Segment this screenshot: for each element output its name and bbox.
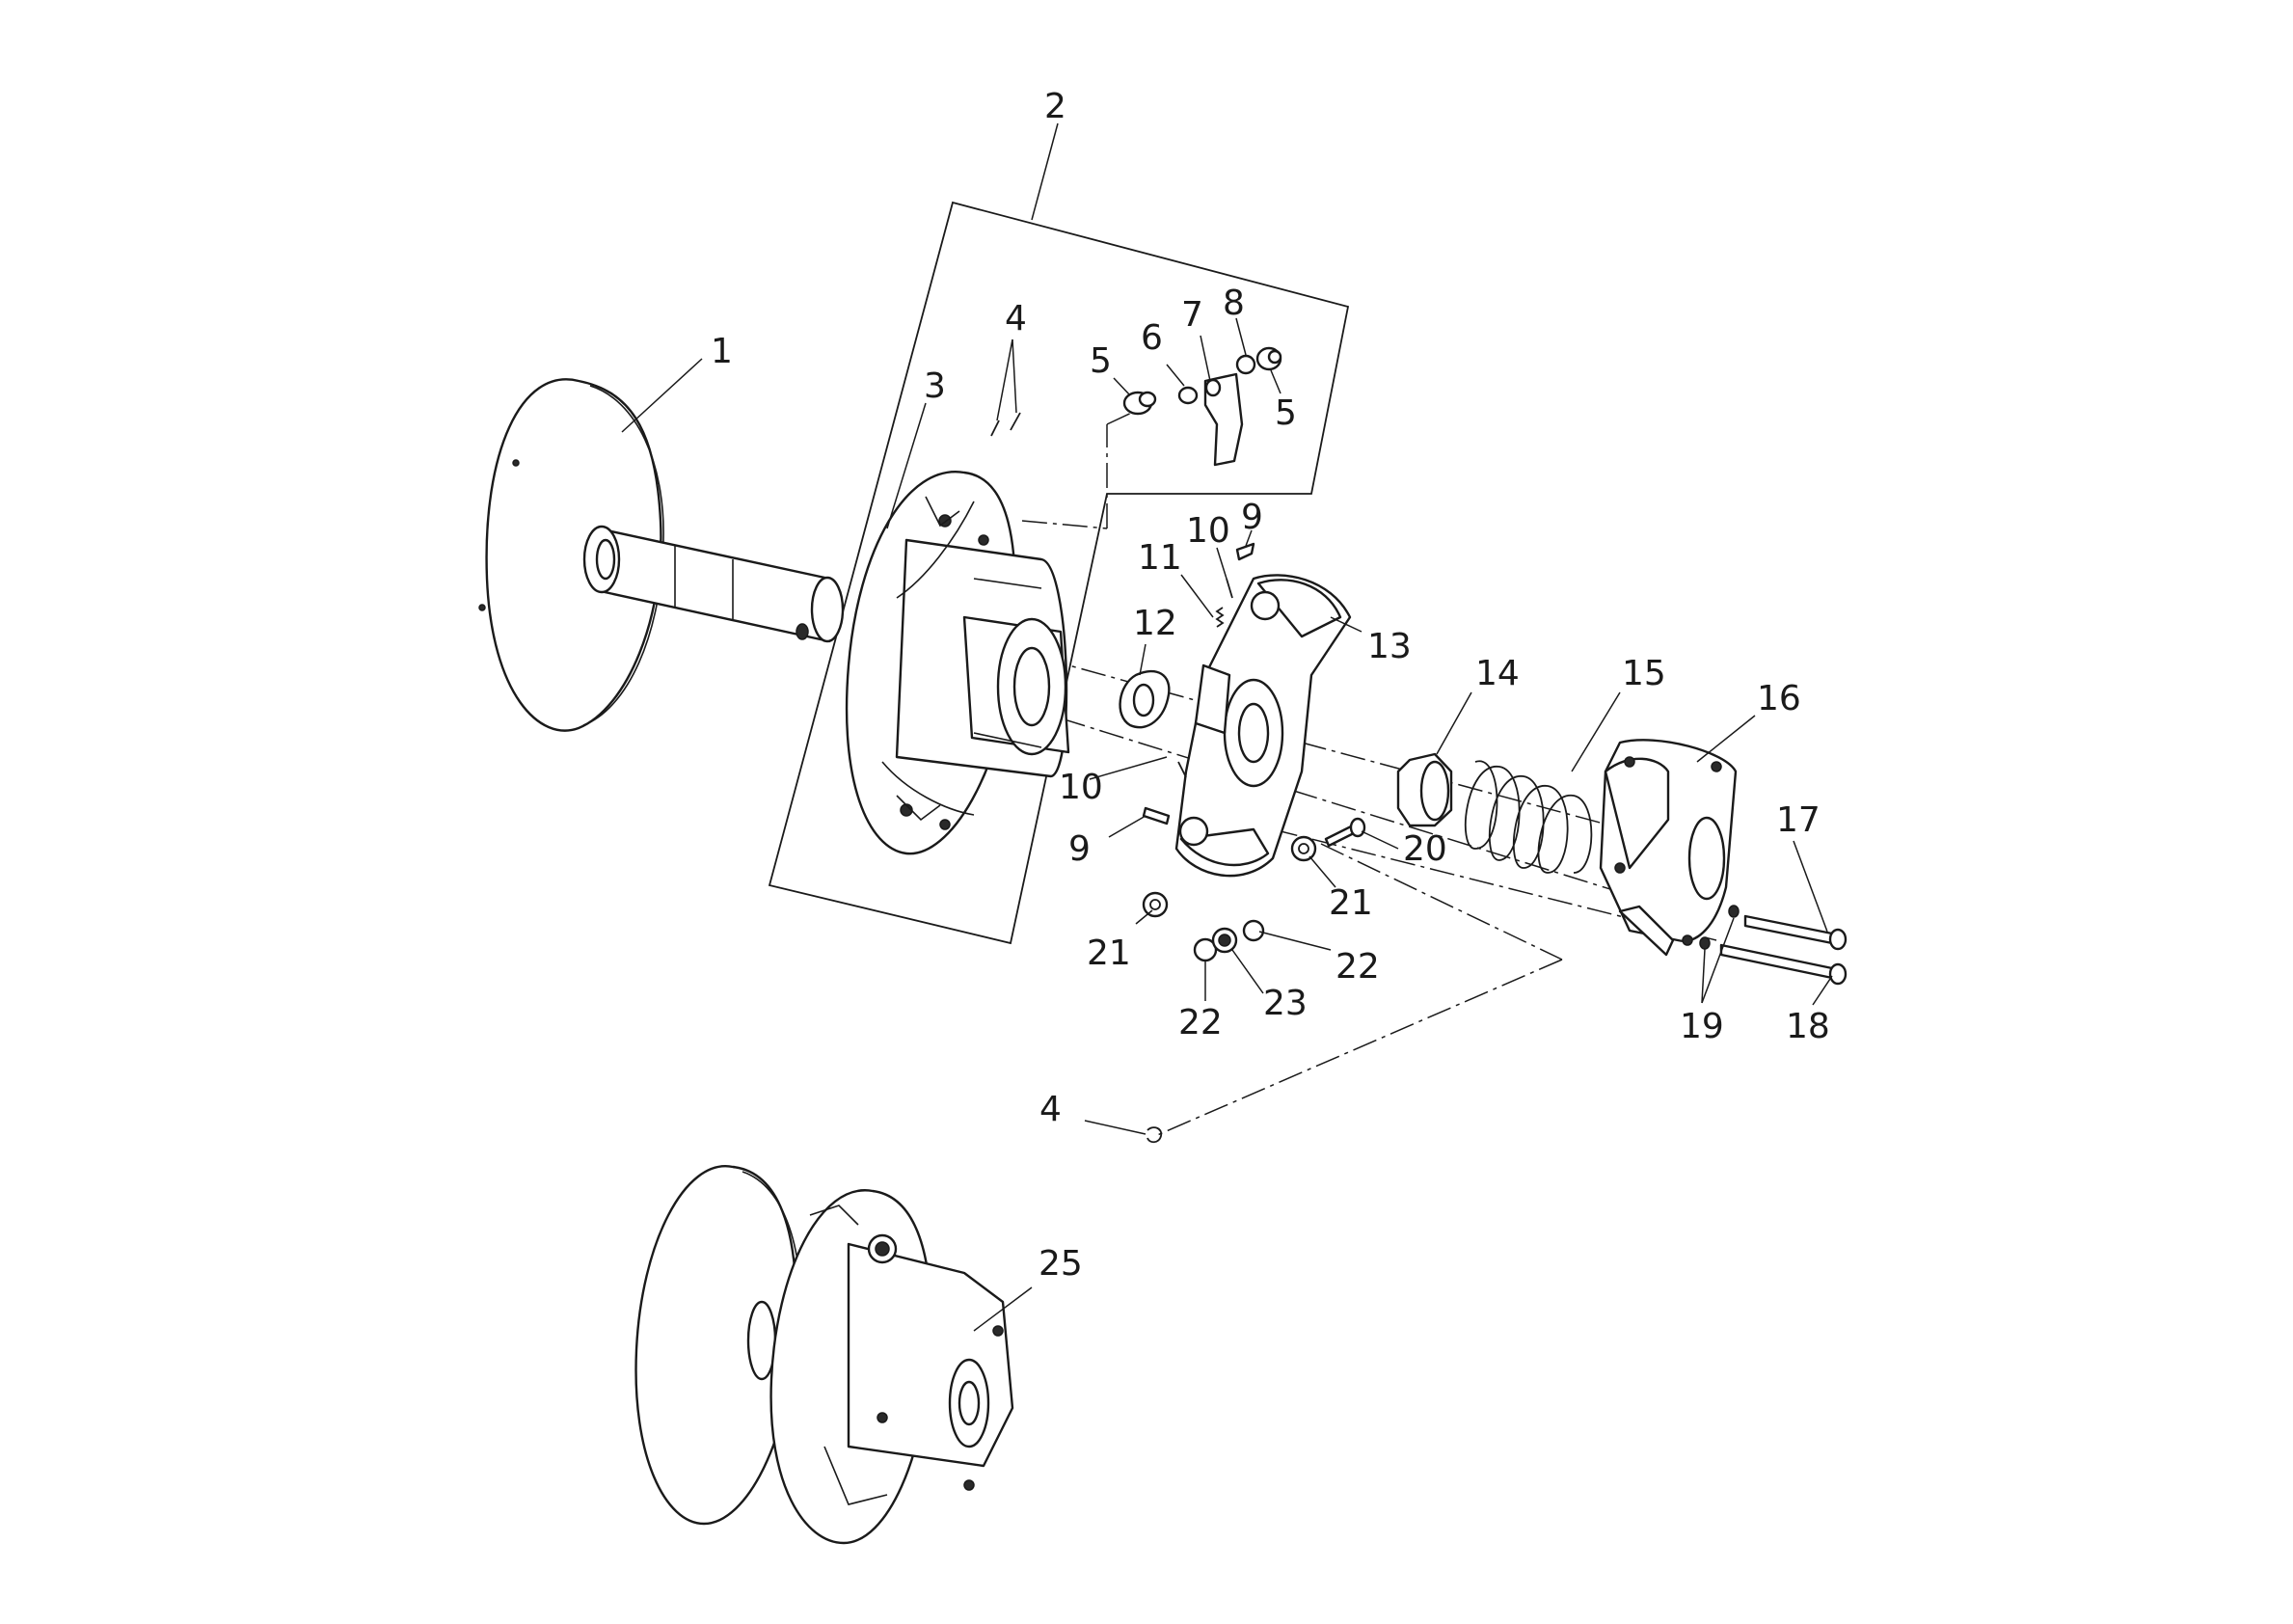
callout-10-top: 10 xyxy=(1186,511,1230,551)
callout-1: 1 xyxy=(711,332,733,371)
callout-7: 7 xyxy=(1181,295,1203,335)
callout-3: 3 xyxy=(924,366,946,406)
callout-21-left: 21 xyxy=(1087,934,1131,973)
callout-18: 18 xyxy=(1786,1007,1830,1046)
callout-9-top: 9 xyxy=(1241,498,1263,537)
callout-20: 20 xyxy=(1403,829,1447,869)
part-3-movable-sheave xyxy=(845,471,1070,855)
callout-4-bottom: 4 xyxy=(1039,1090,1062,1129)
part-1-fixed-sheave xyxy=(478,378,845,732)
callout-numbers: 1 2 3 4 4 5 5 6 7 8 9 9 10 10 11 12 13 1… xyxy=(711,87,1830,1284)
callout-21-right: 21 xyxy=(1329,883,1373,923)
callout-10-bottom: 10 xyxy=(1059,768,1103,807)
callout-23: 23 xyxy=(1263,984,1308,1023)
callout-19: 19 xyxy=(1680,1007,1724,1046)
callout-22-left: 22 xyxy=(1178,1003,1223,1042)
callout-17: 17 xyxy=(1776,800,1821,840)
parts-5-8-roller-set xyxy=(1122,346,1282,467)
part-16-cover xyxy=(1599,739,1738,957)
part-25-complete-assembly xyxy=(634,1165,1014,1545)
part-4-pins xyxy=(990,412,1163,1144)
callout-5-right: 5 xyxy=(1275,393,1297,433)
callout-5-left: 5 xyxy=(1090,341,1112,381)
callout-11: 11 xyxy=(1138,538,1182,578)
callout-2: 2 xyxy=(1044,87,1066,126)
parts-17-23-fasteners xyxy=(1142,817,1848,986)
callout-12: 12 xyxy=(1133,604,1177,643)
callout-25: 25 xyxy=(1039,1244,1083,1284)
part-15-spring xyxy=(1465,760,1593,874)
callout-8: 8 xyxy=(1223,284,1245,323)
callout-16: 16 xyxy=(1757,679,1801,718)
leader-lines xyxy=(621,122,1833,1332)
callout-14: 14 xyxy=(1475,654,1520,693)
callout-15: 15 xyxy=(1622,654,1666,693)
callout-4-top: 4 xyxy=(1005,299,1027,338)
callout-9-bottom: 9 xyxy=(1068,829,1091,869)
parts-9-13-spider xyxy=(1119,542,1352,878)
callout-22-right: 22 xyxy=(1335,947,1380,987)
callout-13: 13 xyxy=(1367,627,1412,666)
callout-6: 6 xyxy=(1141,318,1163,358)
part-14-nut xyxy=(1396,752,1453,827)
